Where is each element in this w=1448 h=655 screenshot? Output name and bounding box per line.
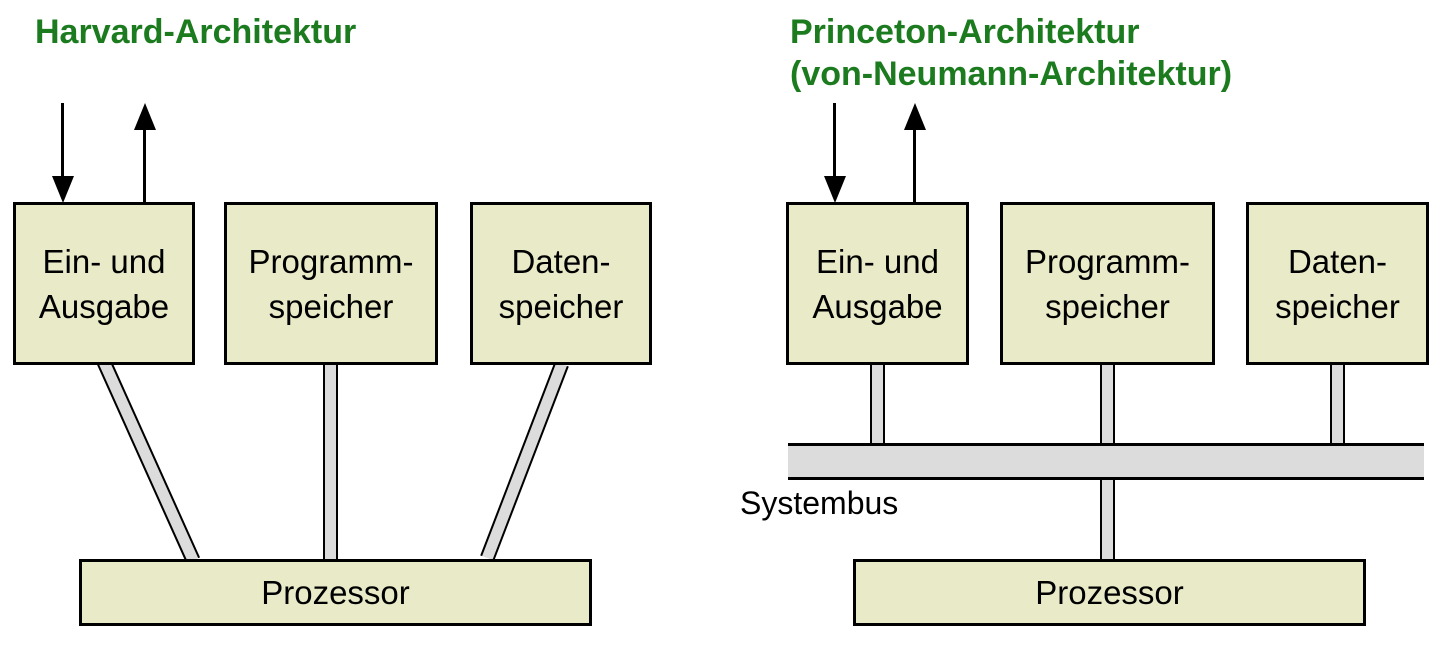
system-bus-label: Systembus (740, 485, 899, 521)
harvard-data-label-line2: speicher (498, 287, 624, 325)
harvard-input-arrow-line (61, 103, 64, 181)
system-bus-bar (788, 443, 1424, 480)
harvard-input-arrow-down-icon (52, 176, 74, 203)
harvard-title: Harvard-Architektur (35, 13, 357, 51)
princeton-data-bus-connector (1330, 363, 1345, 445)
harvard-data-label-line1: Daten- (511, 242, 611, 280)
princeton-processor-box: Prozessor (853, 559, 1366, 626)
harvard-output-arrow-up-icon (134, 103, 156, 130)
princeton-program-bus-connector (1100, 363, 1115, 445)
princeton-processor-label: Prozessor (1035, 573, 1184, 611)
harvard-program-label-line2: speicher (268, 287, 394, 325)
princeton-io-label-line1: Ein- und (816, 242, 939, 280)
princeton-io-bus-connector (870, 363, 885, 445)
princeton-io-box: Ein- und Ausgabe (786, 202, 969, 365)
princeton-program-label-line1: Programm- (1024, 242, 1191, 280)
harvard-io-box: Ein- und Ausgabe (13, 202, 195, 365)
harvard-io-label-line2: Ausgabe (38, 287, 170, 325)
princeton-title-line1: Princeton-Architektur (790, 13, 1140, 51)
princeton-program-label-line2: speicher (1045, 287, 1170, 325)
princeton-processor-bus-connector (1100, 477, 1115, 561)
princeton-input-arrow-down-icon (824, 176, 846, 203)
harvard-io-processor-connector (96, 358, 201, 564)
princeton-io-label-line2: Ausgabe (812, 287, 943, 325)
princeton-output-arrow-line (913, 127, 916, 203)
harvard-program-label-line1: Programm- (248, 242, 414, 280)
princeton-program-memory-box: Programm- speicher (1000, 202, 1215, 365)
princeton-title-line2: (von-Neumann-Architektur) (790, 55, 1233, 93)
harvard-data-processor-connector (480, 361, 569, 561)
harvard-program-memory-box: Programm- speicher (224, 202, 438, 365)
harvard-program-processor-connector (323, 362, 338, 560)
harvard-processor-label: Prozessor (261, 573, 410, 611)
princeton-data-memory-box: Daten- speicher (1246, 202, 1429, 365)
harvard-processor-box: Prozessor (79, 559, 592, 626)
harvard-io-label-line1: Ein- und (42, 242, 166, 280)
princeton-input-arrow-line (833, 103, 836, 181)
princeton-output-arrow-up-icon (904, 103, 926, 130)
harvard-output-arrow-line (143, 127, 146, 203)
princeton-data-label-line1: Daten- (1287, 242, 1388, 280)
harvard-data-memory-box: Daten- speicher (470, 202, 652, 365)
princeton-data-label-line2: speicher (1275, 287, 1400, 325)
princeton-title: Princeton-Architektur (von-Neumann-Archi… (790, 11, 1232, 95)
